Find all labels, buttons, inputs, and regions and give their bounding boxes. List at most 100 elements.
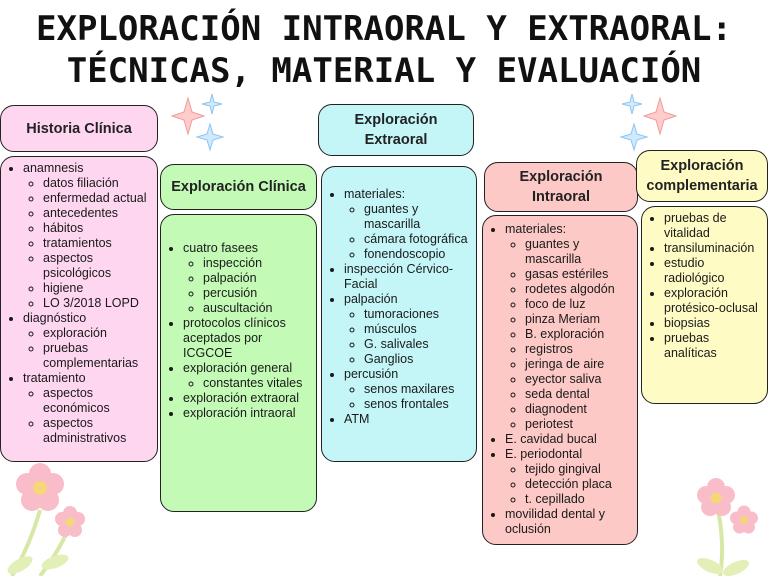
- list-item: materiales:guantes y mascarillagasas est…: [505, 222, 633, 432]
- list-item-label: percusión: [344, 367, 399, 381]
- sub-list-item: G. salivales: [364, 337, 472, 352]
- list-item-label: diagnóstico: [23, 311, 87, 325]
- sub-list-item: foco de luz: [525, 297, 633, 312]
- extraoral-items: materiales:guantes y mascarillacámara fo…: [324, 187, 472, 427]
- sub-list-item: exploración: [43, 326, 153, 341]
- list-item: movilidad dental y oclusión: [505, 507, 633, 537]
- page-title: EXPLORACIÓN INTRAORAL Y EXTRAORAL: TÉCNI…: [0, 8, 768, 92]
- list-item-label: estudio radiológico: [664, 256, 725, 285]
- sub-list-item: gasas estériles: [525, 267, 633, 282]
- list-item: exploración generalconstantes vitales: [183, 361, 312, 391]
- sub-list: datos filiaciónenfermedad actualantecede…: [23, 176, 153, 311]
- sub-list-item: inspección: [203, 256, 312, 271]
- sub-list-item: percusión: [203, 286, 312, 301]
- sub-list-item: antecedentes: [43, 206, 153, 221]
- intraoral-items: materiales:guantes y mascarillagasas est…: [485, 222, 633, 537]
- list-item: transiluminación: [664, 241, 763, 256]
- list-item: diagnósticoexploraciónpruebas complement…: [23, 311, 153, 371]
- list-item: palpacióntumoracionesmúsculosG. salivale…: [344, 292, 472, 367]
- title-line-2: TÉCNICAS, MATERIAL Y EVALUACIÓN: [66, 51, 702, 91]
- list-item-label: inspección Cérvico-Facial: [344, 262, 454, 291]
- historia-items: anamnesisdatos filiaciónenfermedad actua…: [3, 161, 153, 446]
- clinica-list: cuatro faseesinspecciónpalpaciónpercusió…: [160, 214, 317, 512]
- list-item: materiales:guantes y mascarillacámara fo…: [344, 187, 472, 262]
- sub-list-item: auscultación: [203, 301, 312, 316]
- intraoral-list: materiales:guantes y mascarillagasas est…: [482, 215, 638, 545]
- list-item: anamnesisdatos filiaciónenfermedad actua…: [23, 161, 153, 311]
- list-item-label: exploración protésico-oclusal: [664, 286, 758, 315]
- sub-list: aspectos económicosaspectos administrati…: [23, 386, 153, 446]
- sub-list: inspecciónpalpaciónpercusiónauscultación: [183, 256, 312, 316]
- sub-list-item: eyector saliva: [525, 372, 633, 387]
- list-item-label: transiluminación: [664, 241, 755, 255]
- historia-list: anamnesisdatos filiaciónenfermedad actua…: [0, 156, 158, 462]
- list-item: E. periodontaltejido gingivaldetección p…: [505, 447, 633, 507]
- sub-list: guantes y mascarillacámara fotográficafo…: [344, 202, 472, 262]
- complementaria-items: pruebas de vitalidadtransiluminaciónestu…: [644, 211, 763, 361]
- sub-list-item: jeringa de aire: [525, 357, 633, 372]
- list-item: protocolos clínicos aceptados por ICGCOE: [183, 316, 312, 361]
- sparkle-icon: [170, 93, 225, 152]
- sub-list-item: datos filiación: [43, 176, 153, 191]
- list-item: inspección Cérvico-Facial: [344, 262, 472, 292]
- sub-list-item: pruebas complementarias: [43, 341, 153, 371]
- list-item: exploración protésico-oclusal: [664, 286, 763, 316]
- list-item-label: exploración intraoral: [183, 406, 296, 420]
- title-line-1: EXPLORACIÓN INTRAORAL Y EXTRAORAL:: [36, 9, 732, 49]
- extraoral-heading: Exploración Extraoral: [318, 104, 474, 156]
- list-item: biopsias: [664, 316, 763, 331]
- sub-list-item: tratamientos: [43, 236, 153, 251]
- sub-list-item: músculos: [364, 322, 472, 337]
- sub-list-item: palpación: [203, 271, 312, 286]
- complementaria-heading: Exploración complementaria: [636, 150, 768, 202]
- clinica-heading-label: Exploración Clínica: [171, 179, 306, 195]
- list-item-label: pruebas de vitalidad: [664, 211, 727, 240]
- sub-list: guantes y mascarillagasas estérilesrodet…: [505, 237, 633, 432]
- list-item-label: E. cavidad bucal: [505, 432, 597, 446]
- list-item-label: movilidad dental y oclusión: [505, 507, 606, 536]
- list-item-label: E. periodontal: [505, 447, 583, 461]
- list-item-label: exploración extraoral: [183, 391, 300, 405]
- sub-list-item: hábitos: [43, 221, 153, 236]
- list-item-label: palpación: [344, 292, 398, 306]
- list-item-label: exploración general: [183, 361, 293, 375]
- historia-heading: Historia Clínica: [0, 105, 158, 152]
- list-item: E. cavidad bucal: [505, 432, 633, 447]
- sub-list-item: periotest: [525, 417, 633, 432]
- historia-heading-label: Historia Clínica: [26, 120, 132, 137]
- list-item: pruebas analíticas: [664, 331, 763, 361]
- sub-list-item: cámara fotográfica: [364, 232, 472, 247]
- list-item: ATM: [344, 412, 472, 427]
- sub-list-item: guantes y mascarilla: [525, 237, 633, 267]
- intraoral-heading-label: Exploración Intraoral: [519, 169, 603, 205]
- flower-icon: [697, 478, 758, 576]
- extraoral-heading-label: Exploración Extraoral: [354, 112, 438, 148]
- list-item-label: tratamiento: [23, 371, 86, 385]
- complementaria-list: pruebas de vitalidadtransiluminaciónestu…: [641, 206, 768, 404]
- extraoral-list: materiales:guantes y mascarillacámara fo…: [321, 166, 477, 462]
- sub-list-item: registros: [525, 342, 633, 357]
- list-item-label: biopsias: [664, 316, 710, 330]
- list-item-label: ATM: [344, 412, 370, 426]
- sub-list-item: rodetes algodón: [525, 282, 633, 297]
- sub-list: exploraciónpruebas complementarias: [23, 326, 153, 371]
- sub-list-item: enfermedad actual: [43, 191, 153, 206]
- sub-list: tumoracionesmúsculosG. salivalesGanglios: [344, 307, 472, 367]
- list-item-label: protocolos clínicos aceptados por ICGCOE: [183, 316, 286, 360]
- complementaria-heading-label: Exploración complementaria: [646, 158, 758, 194]
- list-item: cuatro faseesinspecciónpalpaciónpercusió…: [183, 241, 312, 316]
- list-item: tratamientoaspectos económicosaspectos a…: [23, 371, 153, 446]
- sub-list-item: guantes y mascarilla: [364, 202, 472, 232]
- list-item: percusiónsenos maxilaressenos frontales: [344, 367, 472, 412]
- sub-list-item: senos frontales: [364, 397, 472, 412]
- sub-list: constantes vitales: [183, 376, 312, 391]
- sub-list-item: fonendoscopio: [364, 247, 472, 262]
- sub-list-item: Ganglios: [364, 352, 472, 367]
- sub-list-item: tumoraciones: [364, 307, 472, 322]
- list-item: exploración extraoral: [183, 391, 312, 406]
- sub-list-item: tejido gingival: [525, 462, 633, 477]
- list-item-label: cuatro fasees: [183, 241, 259, 255]
- sub-list-item: B. exploración: [525, 327, 633, 342]
- sub-list-item: LO 3/2018 LOPD: [43, 296, 153, 311]
- list-item-label: anamnesis: [23, 161, 84, 175]
